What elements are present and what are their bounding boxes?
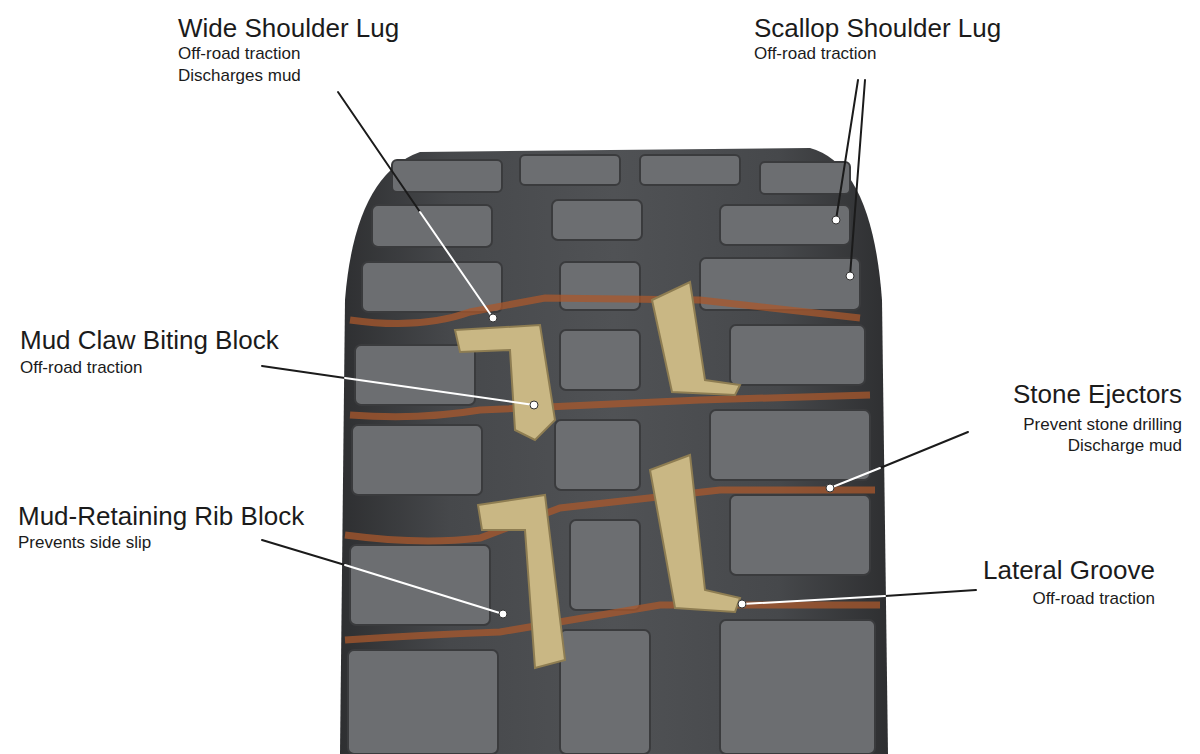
tread-blocks (348, 155, 875, 754)
part-note: Prevents side slip (18, 534, 151, 553)
part-name: Mud-Retaining Rib Block (18, 502, 304, 531)
tire-body (340, 148, 888, 754)
part-note: Off-road traction (1032, 590, 1155, 609)
part-name: Mud Claw Biting Block (20, 326, 279, 355)
leader-lines (262, 80, 976, 614)
part-name: Lateral Groove (983, 556, 1155, 585)
part-name: Stone Ejectors (1013, 380, 1182, 409)
part-note: Off-road traction (178, 45, 301, 64)
leader-dots (489, 216, 854, 618)
part-name: Scallop Shoulder Lug (754, 14, 1001, 43)
part-note: Discharges mud (178, 67, 301, 86)
part-name: Wide Shoulder Lug (178, 14, 399, 43)
part-note: Off-road traction (20, 359, 143, 378)
highlighted-blocks (455, 282, 740, 668)
part-note: Discharge mud (1068, 437, 1182, 456)
part-note: Off-road traction (754, 45, 877, 64)
groove-highlight (345, 298, 880, 640)
part-note: Prevent stone drilling (1023, 416, 1182, 435)
